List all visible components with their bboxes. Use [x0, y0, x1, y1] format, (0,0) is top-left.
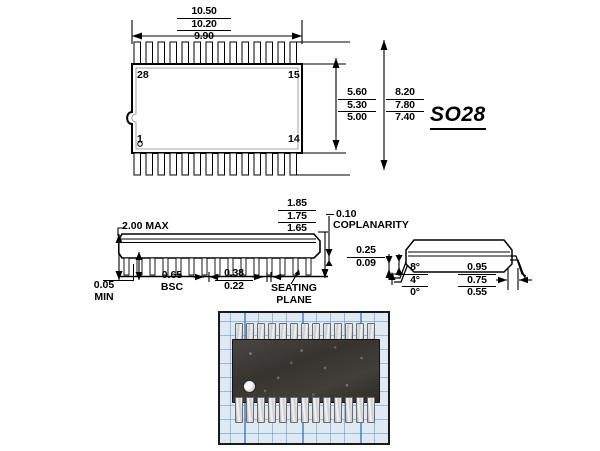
pin-label-1: 1 [137, 133, 143, 145]
lead-span-dimension-line [380, 40, 388, 170]
body-height-dimension-line [318, 231, 329, 278]
photo-lead [323, 397, 331, 423]
overall-width-nom: 10.20 [177, 18, 231, 31]
body-width-nom: 5.30 [338, 99, 376, 112]
photo-lead [268, 397, 276, 423]
photo-lead [257, 397, 265, 423]
lead-width-dimension: 0.38 0.22 [215, 267, 253, 292]
pin1-dot-icon [243, 380, 256, 393]
body-width-min: 5.00 [347, 111, 367, 123]
foot-length-arrows [496, 268, 532, 290]
pin-label-14: 14 [288, 133, 300, 145]
front-view-graphic [118, 233, 328, 278]
body-width-dimension: 5.60 5.30 5.00 [338, 86, 376, 124]
foot-length-min: 0.55 [467, 286, 487, 298]
lead-width-min: 0.22 [224, 279, 244, 292]
lead-span-dimension: 8.20 7.80 7.40 [386, 86, 424, 124]
seating-plane-leader [290, 269, 300, 284]
standoff-extension-line [103, 280, 133, 282]
overall-width-dimension: 10.50 10.20 9.90 [177, 5, 231, 43]
standoff-min-dimension: 0.05 MIN [80, 279, 128, 303]
grid-line-h [220, 433, 388, 434]
photo-lead [312, 397, 320, 423]
standoff-dimension-line [135, 252, 143, 280]
photo-lead [279, 397, 287, 423]
overall-width-max: 10.50 [177, 5, 231, 19]
lead-span-nom: 7.80 [386, 99, 424, 112]
side-view-graphic [394, 239, 527, 283]
seating-plane-label: SEATING PLANE [258, 282, 330, 306]
pin-label-15: 15 [288, 69, 300, 81]
photo-lead [367, 397, 375, 423]
pin-label-28: 28 [137, 69, 149, 81]
foot-length-nom: 0.75 [458, 274, 496, 287]
height-max-leader [117, 227, 126, 236]
pitch-value: 0.65 [161, 269, 183, 281]
seating-plane-line2: PLANE [276, 293, 312, 306]
lead-span-max: 8.20 [386, 86, 424, 100]
standoff-min-unit: MIN [94, 290, 114, 303]
standoff-leader-line [133, 264, 135, 281]
photo-chip-body [232, 339, 380, 403]
package-photo [218, 311, 390, 445]
standoff-min-value: 0.05 [93, 279, 115, 291]
foot-length-max: 0.95 [458, 261, 496, 275]
photo-lead [356, 397, 364, 423]
photo-lead [345, 397, 353, 423]
pitch-arrows [193, 272, 219, 282]
overall-width-min: 9.90 [194, 30, 214, 42]
lead-angle-dimension: 8° 4° 0° [402, 261, 428, 299]
package-title: SO28 [430, 103, 486, 130]
body-height-nom: 1.75 [278, 210, 316, 223]
seating-plane-line1: SEATING [271, 282, 317, 294]
grid-line-v [230, 313, 231, 443]
lead-width-max: 0.38 [215, 267, 253, 281]
photo-lead [301, 397, 309, 423]
coplanarity-leader [326, 214, 334, 216]
body-height-dimension: 1.85 1.75 1.65 [278, 197, 316, 235]
coplanarity-label: COPLANARITY [333, 219, 409, 231]
coplanarity-dimension-line [325, 216, 333, 266]
foot-length-dimension: 0.95 0.75 0.55 [458, 261, 496, 299]
top-view-graphic [126, 20, 350, 176]
body-height-min: 1.65 [287, 222, 307, 234]
lead-span-min: 7.40 [395, 111, 415, 123]
photo-lead [235, 397, 243, 423]
photo-lead [246, 397, 254, 423]
coplanarity-value: 0.10 [336, 208, 357, 220]
height-max-label: 2.00 MAX [122, 220, 169, 232]
body-width-dimension-line [332, 58, 340, 150]
lead-thickness-dimension: 0.25 0.09 [347, 244, 385, 269]
lead-thickness-min: 0.09 [356, 256, 376, 269]
photo-lead [334, 397, 342, 423]
lead-angle-min: 0° [410, 286, 420, 298]
lead-angle-leader [388, 272, 404, 285]
pitch-unit: BSC [160, 280, 184, 293]
lead-thickness-max: 0.25 [347, 244, 385, 258]
lead-angle-max: 8° [402, 261, 428, 275]
lead-angle-nom: 4° [402, 274, 428, 287]
pitch-dimension: 0.65 BSC [152, 269, 192, 293]
body-width-max: 5.60 [338, 86, 376, 100]
photo-lead [290, 397, 298, 423]
lead-width-arrows [252, 272, 282, 282]
overall-height-dimension-line [115, 234, 123, 280]
body-height-max: 1.85 [278, 197, 316, 211]
grid-line-h [220, 321, 388, 322]
